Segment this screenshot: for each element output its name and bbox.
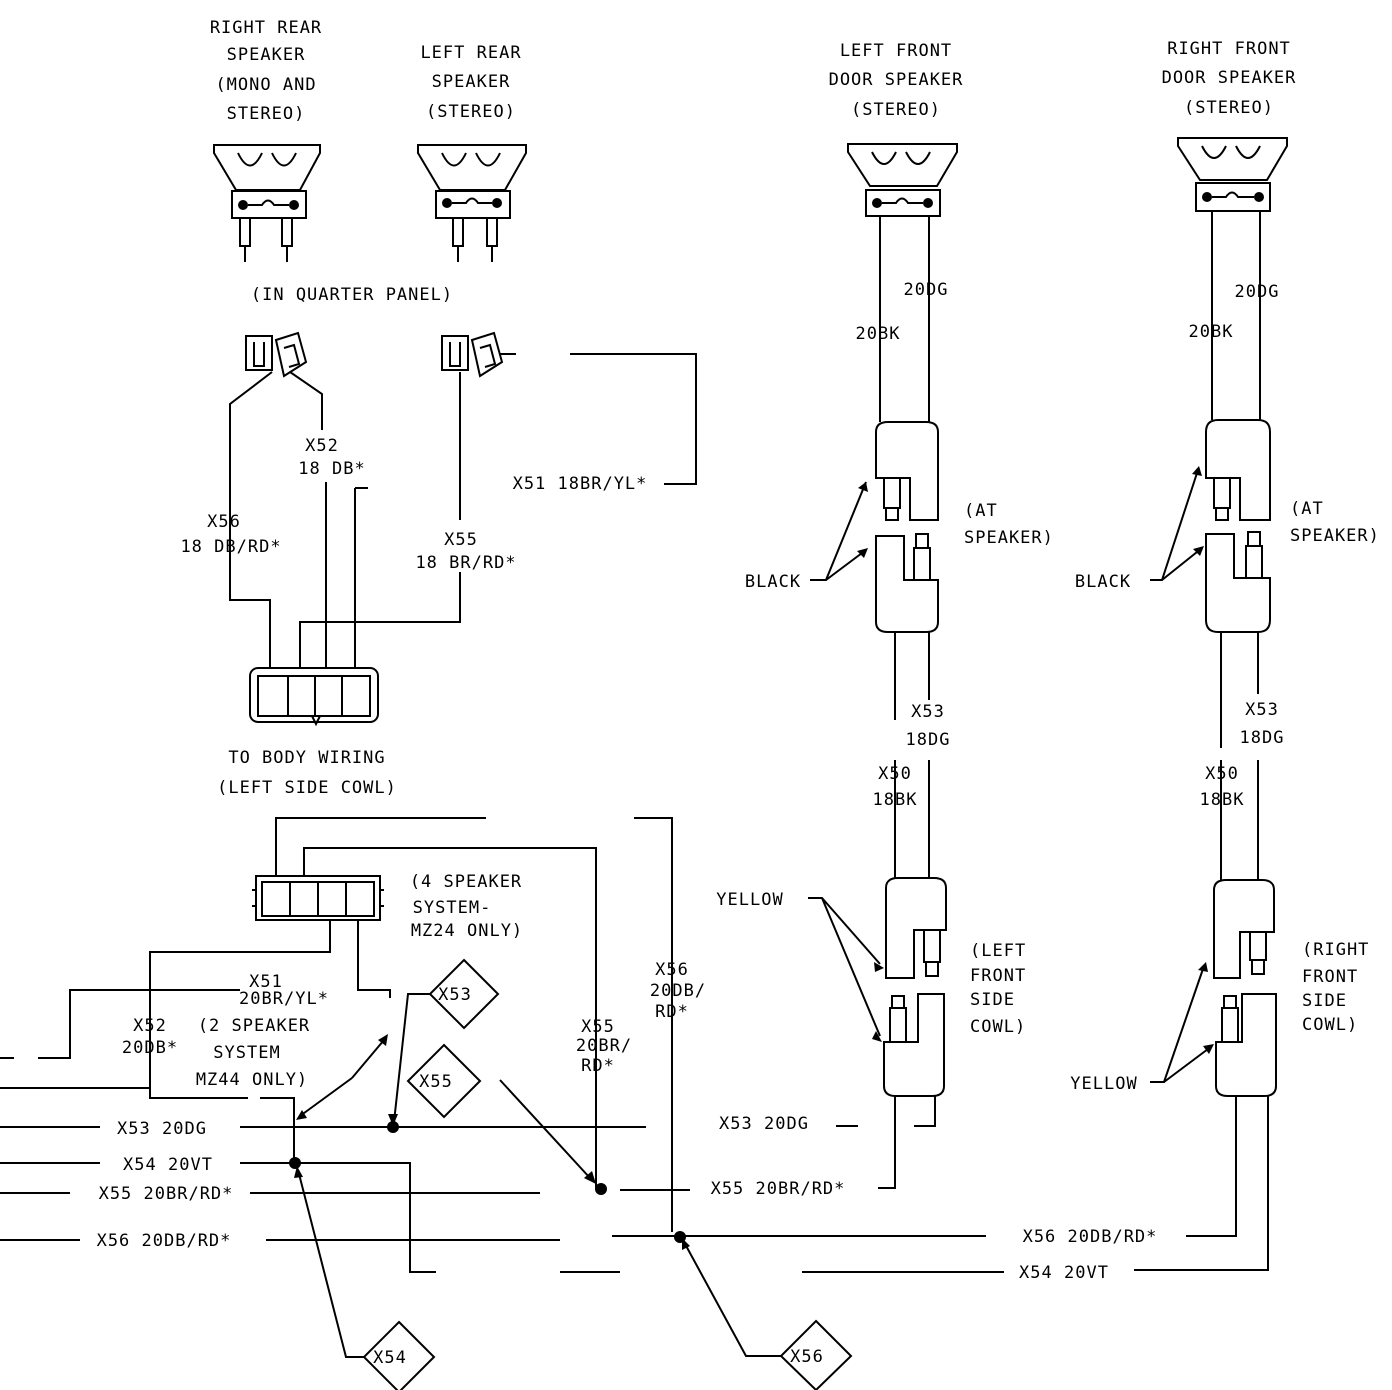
- x56-mid-1: X56: [655, 960, 689, 980]
- lf-cowl-4: COWL): [970, 1017, 1026, 1037]
- lr-title-1: LEFT REAR: [420, 43, 521, 63]
- left-rear-speaker: LEFT REAR SPEAKER (STEREO): [417, 43, 527, 262]
- lf-x53-2: 18DG: [906, 730, 951, 750]
- splice-x54-label: X54: [373, 1348, 407, 1368]
- x55-top-2: 18 BR/RD*: [415, 553, 516, 573]
- x56-top-1: X56: [207, 512, 241, 532]
- splice-x56: X56: [779, 1319, 853, 1390]
- lf-cowl-1: (LEFT: [970, 941, 1026, 961]
- right-front-speaker: RIGHT FRONT DOOR SPEAKER (STEREO): [1162, 39, 1297, 212]
- left-rear-plug: [441, 331, 504, 378]
- quarter-panel-label: (IN QUARTER PANEL): [251, 285, 453, 305]
- four-speaker-2: SYSTEM-: [413, 898, 492, 918]
- rf-cowl-3: SIDE: [1302, 991, 1347, 1011]
- rf-yellow: YELLOW: [1070, 1074, 1137, 1094]
- x52-bottom-2: 20DB*: [122, 1038, 178, 1058]
- lf-title-2: DOOR SPEAKER: [829, 70, 964, 90]
- lf-20bk: 20BK: [856, 324, 901, 344]
- rf-20dg: 20DG: [1235, 282, 1280, 302]
- rf-x50-2: 18BK: [1200, 790, 1245, 810]
- rf-cowl-1: (RIGHT: [1302, 940, 1369, 960]
- splice-x54: X54: [362, 1320, 436, 1390]
- rr-title-4: STEREO): [227, 104, 306, 124]
- lf-x53-1: X53: [911, 702, 945, 722]
- rf-title-3: (STEREO): [1184, 98, 1274, 118]
- right-x55: X55 20BR/RD*: [711, 1179, 846, 1199]
- rr-title-3: (MONO AND: [215, 75, 316, 95]
- rf-cowl-2: FRONT: [1302, 967, 1358, 987]
- x51-bottom-1: X51: [249, 972, 283, 992]
- rf-20bk: 20BK: [1189, 322, 1234, 342]
- lf-cowl-3: SIDE: [970, 990, 1015, 1010]
- splice-x55: X55: [406, 1043, 482, 1119]
- rr-title-2: SPEAKER: [227, 45, 306, 65]
- four-speaker-3: MZ24 ONLY): [411, 921, 523, 941]
- lf-title-3: (STEREO): [851, 100, 941, 120]
- x55-mid-2: 20BR/: [576, 1036, 632, 1056]
- rf-x50-1: X50: [1205, 764, 1239, 784]
- rf-black: BLACK: [1075, 572, 1131, 592]
- lf-cowl-2: FRONT: [970, 966, 1026, 986]
- lf-20dg: 20DG: [904, 280, 949, 300]
- two-speaker-3: MZ44 ONLY): [196, 1070, 308, 1090]
- splice-x53-label: X53: [438, 985, 472, 1005]
- x51-top: X51 18BR/YL*: [513, 474, 648, 494]
- lf-title-1: LEFT FRONT: [840, 41, 952, 61]
- to-body-wiring: TO BODY WIRING: [228, 748, 385, 768]
- x56-mid-2: 20DB/: [650, 981, 706, 1001]
- body-wiring-connector: [249, 667, 379, 727]
- lf-cowl-connector: [883, 877, 947, 1097]
- lf-at-2: SPEAKER): [964, 528, 1054, 548]
- splice-x55-label: X55: [419, 1072, 453, 1092]
- rf-cowl-connector: [1213, 879, 1277, 1097]
- x52-bottom-1: X52: [133, 1016, 167, 1036]
- four-speaker-connector: [252, 875, 384, 921]
- bus-x54: X54 20VT: [123, 1155, 213, 1175]
- rf-at-speaker-connector: [1205, 419, 1271, 633]
- lf-black: BLACK: [745, 572, 801, 592]
- x56-top-2: 18 DB/RD*: [180, 537, 281, 557]
- left-front-speaker: LEFT FRONT DOOR SPEAKER (STEREO): [829, 41, 964, 217]
- rf-at-2: SPEAKER): [1290, 526, 1380, 546]
- x55-mid-3: RD*: [581, 1056, 615, 1076]
- x52-top-1: X52: [305, 436, 339, 456]
- lf-x50-1: X50: [878, 764, 912, 784]
- rf-title-1: RIGHT FRONT: [1167, 39, 1291, 59]
- x55-mid-1: X55: [581, 1017, 615, 1037]
- rf-at-1: (AT: [1290, 499, 1324, 519]
- lr-title-3: (STEREO): [426, 102, 516, 122]
- x51-bottom-2: 20BR/YL*: [239, 989, 329, 1009]
- rr-title-1: RIGHT REAR: [210, 18, 322, 38]
- two-speaker-1: (2 SPEAKER: [198, 1016, 310, 1036]
- lf-yellow: YELLOW: [716, 890, 783, 910]
- four-speaker-1: (4 SPEAKER: [410, 872, 522, 892]
- left-side-cowl: (LEFT SIDE COWL): [217, 778, 397, 798]
- rf-x53-1: X53: [1245, 700, 1279, 720]
- x52-top-2: 18 DB*: [298, 459, 365, 479]
- right-x56: X56 20DB/RD*: [1023, 1227, 1158, 1247]
- x55-top-1: X55: [444, 530, 478, 550]
- lf-at-1: (AT: [964, 501, 998, 521]
- splice-x53: X53: [428, 958, 500, 1030]
- splice-x56-label: X56: [790, 1347, 824, 1367]
- rf-x53-2: 18DG: [1240, 728, 1285, 748]
- right-rear-plug: [245, 331, 308, 378]
- rf-cowl-4: COWL): [1302, 1015, 1358, 1035]
- right-rear-speaker: RIGHT REAR SPEAKER (MONO AND STEREO): [210, 18, 322, 262]
- right-x53: X53 20DG: [719, 1114, 809, 1134]
- x56-mid-3: RD*: [655, 1002, 689, 1022]
- two-speaker-2: SYSTEM: [213, 1043, 280, 1063]
- right-x54: X54 20VT: [1019, 1263, 1109, 1283]
- lf-at-speaker-connector: [875, 421, 939, 633]
- bus-x53: X53 20DG: [117, 1119, 207, 1139]
- bus-x56: X56 20DB/RD*: [97, 1231, 232, 1251]
- lr-title-2: SPEAKER: [432, 72, 511, 92]
- bus-x55: X55 20BR/RD*: [99, 1184, 234, 1204]
- lf-x50-2: 18BK: [873, 790, 918, 810]
- rf-title-2: DOOR SPEAKER: [1162, 68, 1297, 88]
